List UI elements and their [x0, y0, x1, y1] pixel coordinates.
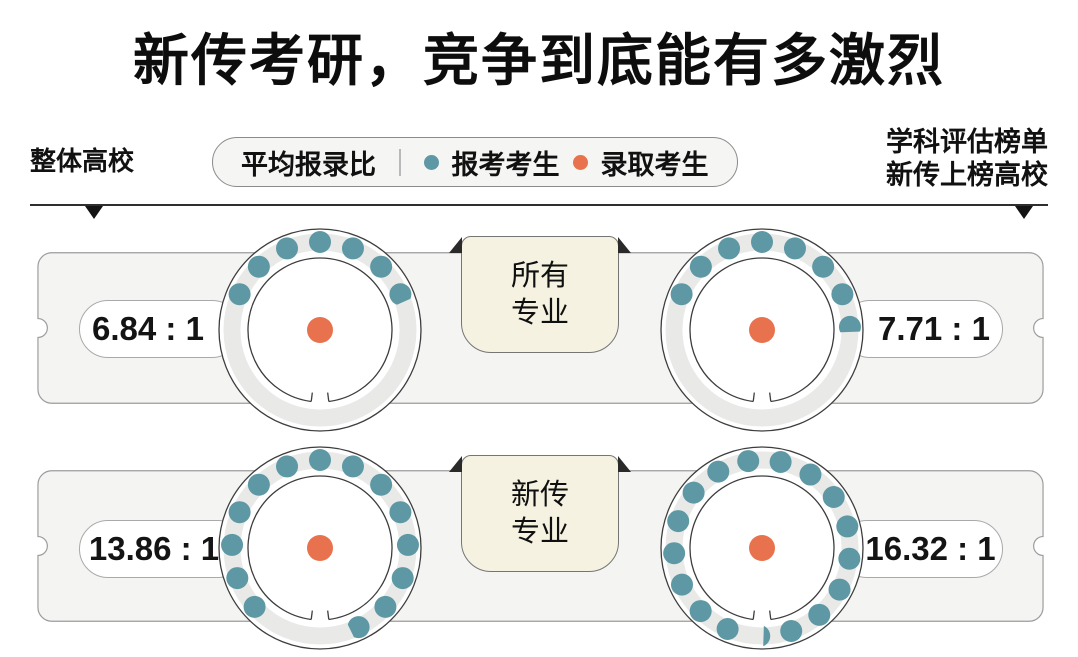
- applicant-dot-icon: [423, 154, 439, 170]
- column-label-overall: 整体高校: [30, 146, 135, 176]
- tab-right-wedge: [618, 456, 631, 472]
- ratio-value: 7.71 : 1: [878, 310, 990, 347]
- dial-nc-listed: [656, 442, 868, 654]
- admitted-dot-icon: [572, 154, 588, 170]
- tab-right-wedge: [618, 237, 631, 253]
- group-tab-label-line2: 专业: [510, 296, 569, 329]
- legend: 平均报录比 报考考生 录取考生: [212, 137, 738, 187]
- tab-left-wedge: [449, 237, 462, 253]
- dial-nc-overall: [214, 442, 426, 654]
- legend-metric-label: 平均报录比: [241, 149, 376, 180]
- header-separator-line: [30, 204, 1048, 206]
- page-title: 新传考研，竞争到底能有多激烈: [133, 29, 945, 92]
- tab-left-wedge: [449, 456, 462, 472]
- legend-applicants-label: 报考考生: [451, 149, 560, 180]
- ratio-value: 6.84 : 1: [92, 310, 204, 347]
- ratio-pill-all-overall: 6.84 : 1: [79, 300, 241, 358]
- group-tab-label-line1: 新传: [510, 478, 569, 511]
- group-tab-label-line2: 专业: [510, 515, 569, 548]
- group-tab-label-line1: 所有: [510, 259, 569, 292]
- ratio-value: 13.86 : 1: [88, 530, 220, 567]
- legend-admitted-label: 录取考生: [600, 149, 709, 180]
- ratio-pill-all-listed: 7.71 : 1: [841, 300, 1003, 358]
- dial-all-overall: [214, 224, 426, 436]
- group-tab-all-majors: 所有 专业: [449, 236, 631, 353]
- ratio-pill-nc-listed: 16.32 : 1: [838, 520, 1003, 578]
- group-tab-nc-majors: 新传 专业: [449, 455, 631, 572]
- dial-all-listed: [656, 224, 868, 436]
- ratio-pill-nc-overall: 13.86 : 1: [79, 520, 247, 578]
- column-label-listed-line1: 学科评估榜单: [886, 127, 1048, 157]
- ratio-value: 16.32 : 1: [865, 530, 996, 567]
- column-label-listed-line2: 新传上榜高校: [886, 160, 1048, 190]
- legend-divider: [399, 148, 401, 176]
- down-triangle-icon-left: [85, 206, 103, 219]
- column-label-listed: 学科评估榜单 新传上榜高校: [886, 126, 1048, 192]
- down-triangle-icon-right: [1015, 206, 1033, 219]
